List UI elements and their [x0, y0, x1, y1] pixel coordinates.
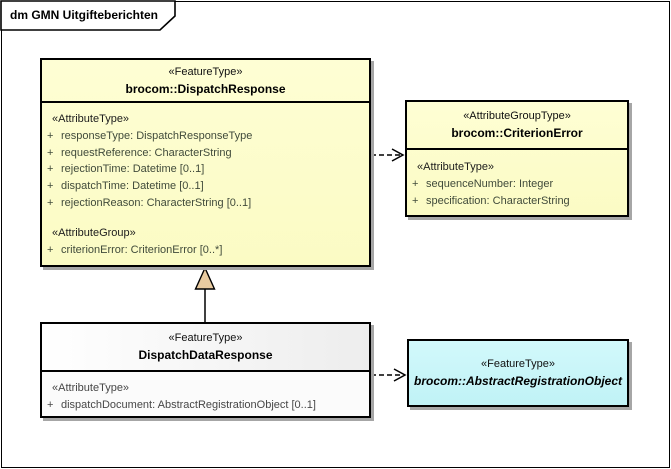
attribute-row: + sequenceNumber: Integer — [407, 176, 627, 193]
class-name: brocom::DispatchResponse — [125, 81, 286, 96]
class-stereotype: «FeatureType» — [481, 358, 555, 370]
visibility-marker: + — [412, 178, 419, 190]
attribute-row: + criterionError: CriterionError [0..*] — [42, 242, 369, 259]
class-criterion-error[interactable]: «AttributeGroupType» brocom::CriterionEr… — [405, 100, 629, 217]
visibility-marker: + — [47, 399, 54, 411]
attribute-group-heading: «AttributeGroup» — [52, 226, 136, 239]
attribute-text: rejectionTime: Datetime [0..1] — [61, 163, 205, 176]
attribute-text: dispatchTime: Datetime [0..1] — [61, 180, 204, 193]
visibility-marker: + — [47, 180, 54, 193]
visibility-marker: + — [47, 163, 54, 176]
dependency-arrowhead-icon — [391, 148, 405, 162]
dependency-arrowhead-icon — [393, 368, 407, 382]
attribute-row: + responseType: DispatchResponseType — [42, 128, 369, 145]
visibility-marker: + — [47, 130, 54, 142]
attribute-text: criterionError: CriterionError [0..*] — [61, 243, 223, 256]
generalization-arrowhead-icon — [194, 266, 216, 290]
class-header: «AttributeGroupType» brocom::CriterionEr… — [407, 102, 627, 150]
diagram-title: dm GMN Uitgifteberichten — [10, 8, 159, 22]
class-dispatch-data-response[interactable]: «FeatureType» DispatchDataResponse «Attr… — [40, 322, 371, 418]
attribute-text: dispatchDocument: AbstractRegistrationOb… — [61, 399, 316, 411]
attribute-heading: «AttributeType» — [52, 113, 130, 125]
attribute-text: requestReference: CharacterString — [61, 146, 232, 159]
class-dispatch-response[interactable]: «FeatureType» brocom::DispatchResponse «… — [40, 58, 371, 267]
attribute-text: responseType: DispatchResponseType — [61, 130, 253, 142]
visibility-marker: + — [47, 146, 54, 159]
attribute-text: rejectionReason: CharacterString [0..1] — [61, 196, 252, 209]
attribute-heading: «AttributeType» — [52, 382, 130, 394]
class-name: brocom::AbstractRegistrationObject — [413, 374, 623, 388]
attribute-heading: «AttributeType» — [417, 161, 495, 173]
class-stereotype: «FeatureType» — [168, 332, 243, 344]
class-header: «FeatureType» brocom::DispatchResponse — [42, 60, 369, 103]
attribute-row: + dispatchTime: Datetime [0..1] — [42, 178, 369, 195]
attribute-text: specification: CharacterString — [426, 194, 570, 207]
visibility-marker: + — [47, 243, 54, 256]
class-attributes-compartment: «AttributeType» + dispatchDocument: Abst… — [42, 372, 369, 416]
class-attributes-compartment: «AttributeType» + sequenceNumber: Intege… — [407, 150, 627, 209]
diagram-title-tab[interactable] — [0, 0, 176, 31]
attribute-row: + specification: CharacterString — [407, 193, 627, 210]
attribute-row: + rejectionReason: CharacterString [0..1… — [42, 195, 369, 212]
attribute-row: + requestReference: CharacterString — [42, 145, 369, 162]
class-stereotype: «FeatureType» — [168, 65, 243, 78]
class-name: DispatchDataResponse — [138, 348, 273, 362]
class-abstract-registration-object[interactable]: «FeatureType» brocom::AbstractRegistrati… — [407, 339, 629, 407]
attribute-row: + dispatchDocument: AbstractRegistration… — [42, 397, 369, 414]
visibility-marker: + — [47, 196, 54, 209]
visibility-marker: + — [412, 194, 419, 207]
class-attributes-compartment: «AttributeType» + responseType: Dispatch… — [42, 103, 369, 258]
class-name: brocom::CriterionError — [451, 126, 583, 140]
attribute-row: + rejectionTime: Datetime [0..1] — [42, 161, 369, 178]
class-stereotype: «AttributeGroupType» — [463, 110, 571, 122]
attribute-text: sequenceNumber: Integer — [426, 178, 554, 190]
class-header: «FeatureType» DispatchDataResponse — [42, 324, 369, 372]
class-header: «FeatureType» brocom::AbstractRegistrati… — [409, 341, 627, 405]
